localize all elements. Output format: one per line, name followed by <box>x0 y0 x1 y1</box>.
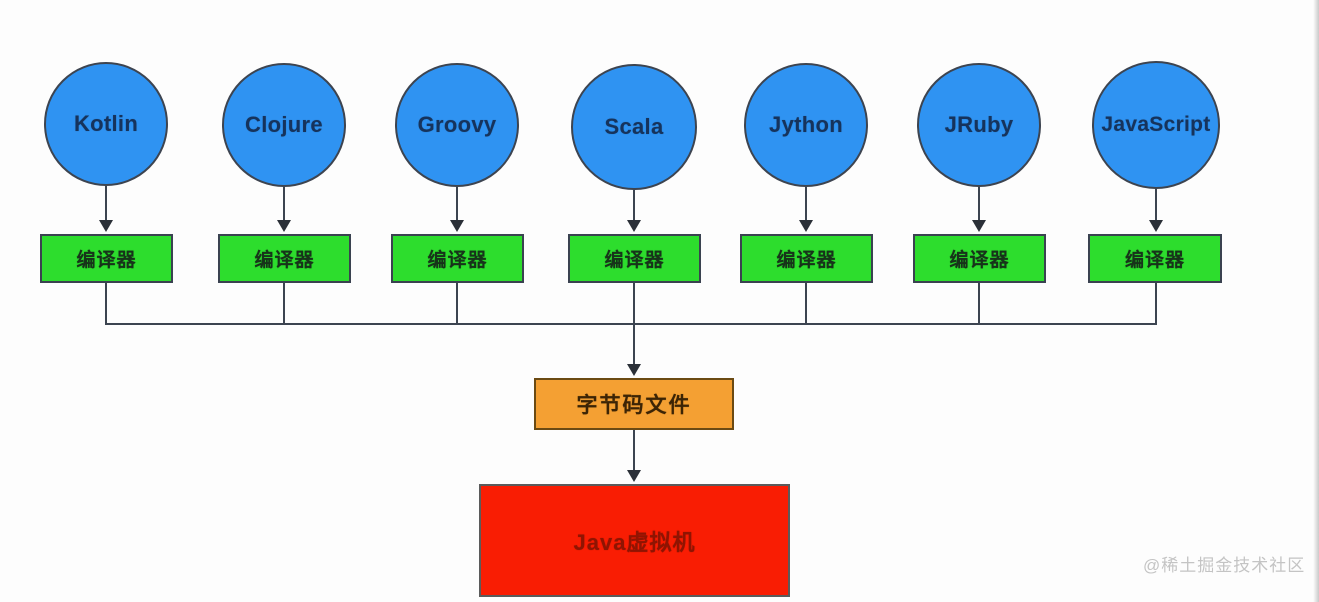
arrowhead-javascript-to-compiler <box>1149 220 1163 232</box>
dropline-compiler-javascript <box>1155 283 1157 324</box>
language-node-groovy[interactable]: Groovy <box>395 63 519 187</box>
language-node-label: JRuby <box>944 112 1014 137</box>
connector-jruby-to-compiler <box>978 187 980 222</box>
dropline-compiler-jython <box>805 283 807 324</box>
compiler-box-clojure[interactable]: 编译器 <box>218 234 351 283</box>
arrowhead-clojure-to-compiler <box>277 220 291 232</box>
dropline-compiler-kotlin <box>105 283 107 324</box>
compiler-box-label: 编译器 <box>776 250 837 271</box>
compiler-box-label: 编译器 <box>427 250 488 271</box>
connector-javascript-to-compiler <box>1155 189 1157 222</box>
compiler-box-label: 编译器 <box>949 250 1010 271</box>
arrowhead-jruby-to-compiler <box>972 220 986 232</box>
language-node-label: Groovy <box>417 112 497 137</box>
connector-kotlin-to-compiler <box>105 186 107 222</box>
bytecode-file-label: 字节码文件 <box>576 394 692 417</box>
connector-jython-to-compiler <box>805 187 807 222</box>
dropline-compiler-jruby <box>978 283 980 324</box>
merge-bus-line <box>105 323 1157 325</box>
connector-groovy-to-compiler <box>456 187 458 222</box>
compiler-box-javascript[interactable]: 编译器 <box>1088 234 1222 283</box>
compiler-box-label: 编译器 <box>254 250 315 271</box>
compiler-box-label: 编译器 <box>1124 250 1185 271</box>
compiler-box-kotlin[interactable]: 编译器 <box>40 234 173 283</box>
arrowhead-bytecode-to-jvm <box>627 470 641 482</box>
dropline-compiler-clojure <box>283 283 285 324</box>
language-node-label: Jython <box>769 112 843 137</box>
connector-clojure-to-compiler <box>283 187 285 222</box>
arrowhead-scala-to-compiler <box>627 220 641 232</box>
compiler-box-groovy[interactable]: 编译器 <box>391 234 524 283</box>
dropline-compiler-groovy <box>456 283 458 324</box>
compiler-box-scala[interactable]: 编译器 <box>568 234 701 283</box>
language-node-scala[interactable]: Scala <box>571 64 697 190</box>
language-node-clojure[interactable]: Clojure <box>222 63 346 187</box>
watermark: @稀土掘金技术社区 <box>1143 551 1305 576</box>
language-node-jruby[interactable]: JRuby <box>917 63 1041 187</box>
watermark-label: @稀土掘金技术社区 <box>1143 556 1306 575</box>
connector-compilers-to-bytecode <box>633 283 635 366</box>
arrowhead-compilers-to-bytecode <box>627 364 641 376</box>
arrowhead-jython-to-compiler <box>799 220 813 232</box>
compiler-box-jython[interactable]: 编译器 <box>740 234 873 283</box>
compiler-box-jruby[interactable]: 编译器 <box>913 234 1046 283</box>
jvm-box[interactable]: Java虚拟机 <box>479 484 790 597</box>
compiler-box-label: 编译器 <box>604 250 665 271</box>
page-edge-strip <box>1313 0 1319 602</box>
language-node-label: Clojure <box>245 112 323 137</box>
language-node-jython[interactable]: Jython <box>744 63 868 187</box>
arrowhead-groovy-to-compiler <box>450 220 464 232</box>
connector-bytecode-to-jvm <box>633 430 635 473</box>
connector-scala-to-compiler <box>633 190 635 222</box>
bytecode-file-box[interactable]: 字节码文件 <box>534 378 734 430</box>
language-node-javascript[interactable]: JavaScript <box>1092 61 1220 189</box>
language-node-label: Kotlin <box>73 111 139 136</box>
language-node-kotlin[interactable]: Kotlin <box>44 62 168 186</box>
jvm-label: Java虚拟机 <box>573 529 696 555</box>
language-node-label: Scala <box>604 114 664 139</box>
language-node-label: JavaScript <box>1101 113 1211 136</box>
arrowhead-kotlin-to-compiler <box>99 220 113 232</box>
compiler-box-label: 编译器 <box>76 250 137 271</box>
